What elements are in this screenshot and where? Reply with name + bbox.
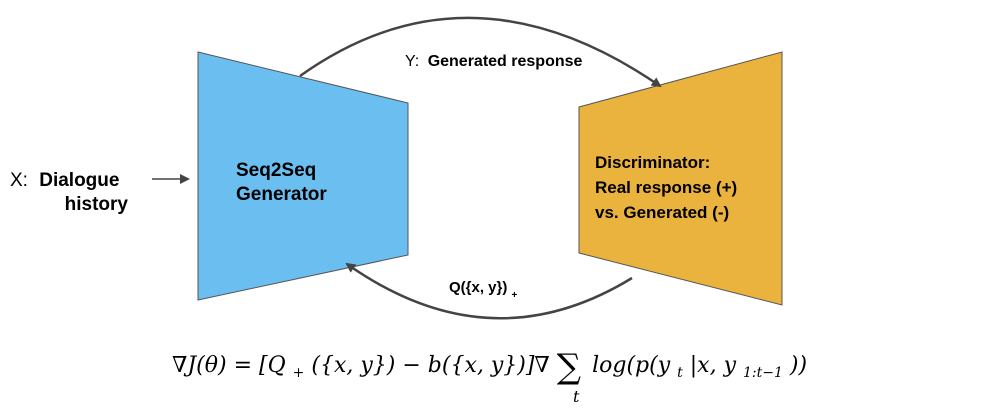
reward-label: Q({x, y}) + (449, 279, 518, 301)
discriminator-label-line1: Discriminator: (595, 153, 710, 172)
discriminator-label-line2: Real response (+) (595, 178, 737, 197)
sum-index: t (573, 387, 580, 406)
generator-label-line1: Seq2Seq (236, 160, 316, 181)
input-label-line2: history (65, 194, 129, 215)
input-label: X: Dialogue (10, 170, 119, 191)
reward-arrow (345, 262, 633, 320)
generated-response-arrow (299, 16, 662, 88)
generated-response-label: Y: Generated response (405, 53, 583, 70)
discriminator-block (578, 51, 783, 306)
generator-block (197, 51, 409, 301)
generator-label-line2: Generator (236, 184, 327, 205)
discriminator-label-line3: vs. Generated (-) (595, 203, 729, 222)
policy-gradient-formula: ∇J(θ) = [Q + ({x, y}) − b({x, y})]∇ ∑ lo… (172, 347, 807, 387)
